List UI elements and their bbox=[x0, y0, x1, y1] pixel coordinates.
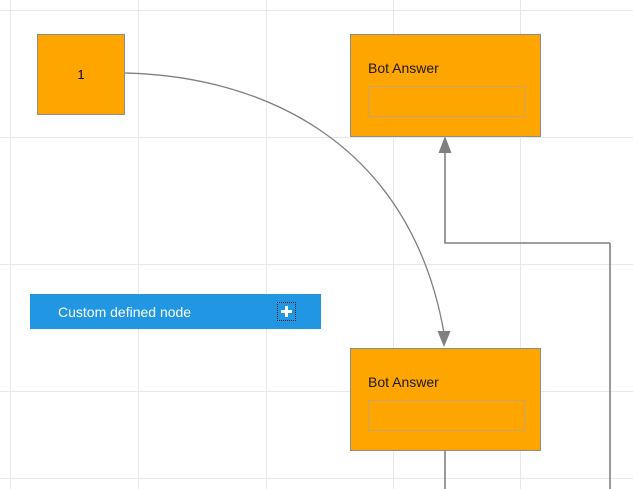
node-title: Bot Answer bbox=[368, 60, 439, 76]
node-1[interactable]: 1 bbox=[37, 34, 125, 115]
node-bot-answer-top[interactable]: Bot Answer bbox=[350, 34, 541, 137]
connector-ortho-path bbox=[444, 153, 610, 244]
node-title: Bot Answer bbox=[368, 374, 439, 390]
connector-curved-edge[interactable] bbox=[124, 72, 451, 347]
plus-icon[interactable] bbox=[277, 302, 296, 321]
custom-defined-node-label: Custom defined node bbox=[58, 303, 192, 320]
connector-curve-path bbox=[124, 72, 445, 334]
bot-answer-text-field[interactable] bbox=[368, 86, 525, 117]
connector-orthogonal-edge[interactable] bbox=[438, 136, 611, 489]
bot-answer-text-field[interactable] bbox=[368, 400, 525, 431]
arrowhead-up-icon bbox=[438, 136, 452, 153]
arrowhead-down-icon bbox=[437, 331, 451, 347]
custom-defined-node-bar[interactable]: Custom defined node bbox=[30, 294, 321, 329]
node-1-label: 1 bbox=[77, 67, 85, 82]
node-bot-answer-bottom[interactable]: Bot Answer bbox=[350, 348, 541, 451]
